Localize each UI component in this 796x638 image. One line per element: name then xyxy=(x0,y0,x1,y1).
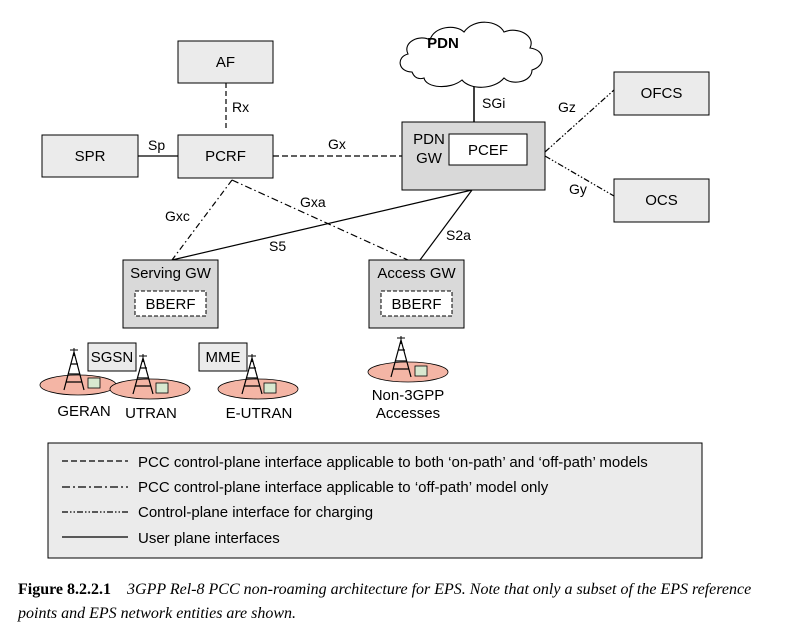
figure-caption: Figure 8.2.2.1 3GPP Rel-8 PCC non-roamin… xyxy=(18,578,778,626)
svg-text:PDN: PDN xyxy=(427,35,459,52)
pdn-cloud: PDN xyxy=(399,21,543,88)
non3gpp-antenna xyxy=(367,336,449,383)
legend-item-dashdot: PCC control-plane interface applicable t… xyxy=(138,479,549,496)
figure-caption-text: 3GPP Rel-8 PCC non-roaming architecture … xyxy=(18,581,752,622)
pcef-node: PCEF xyxy=(448,133,528,166)
svg-text:SGSN: SGSN xyxy=(91,349,134,366)
s2a-line xyxy=(419,189,473,261)
gx-label: Gx xyxy=(328,136,346,152)
svg-text:PDN: PDN xyxy=(413,131,445,148)
serving-gw-node: Serving GW BBERF xyxy=(122,259,219,329)
s2a-label: S2a xyxy=(446,227,471,243)
sgi-label: SGi xyxy=(482,95,505,111)
non3gpp-label-line2: Accesses xyxy=(376,405,440,422)
legend-item-dashed: PCC control-plane interface applicable t… xyxy=(138,454,648,471)
svg-text:GW: GW xyxy=(416,150,443,167)
eutran-antenna xyxy=(217,354,299,400)
svg-text:Access GW: Access GW xyxy=(377,265,456,282)
access-bberf-label: BBERF xyxy=(391,296,441,313)
spr-node: SPR xyxy=(41,134,139,178)
gy-label: Gy xyxy=(569,181,587,197)
gxa-line xyxy=(231,179,409,261)
af-node: AF xyxy=(177,40,274,84)
utran-label: UTRAN xyxy=(125,405,177,422)
legend-item-solid: User plane interfaces xyxy=(138,530,280,547)
mme-node: MME xyxy=(198,342,248,372)
gxa-label: Gxa xyxy=(300,194,326,210)
figure-number: Figure 8.2.2.1 xyxy=(18,581,112,598)
gz-line xyxy=(544,89,615,153)
legend: PCC control-plane interface applicable t… xyxy=(47,442,703,559)
svg-text:Serving GW: Serving GW xyxy=(130,265,212,282)
sp-label: Sp xyxy=(148,137,165,153)
rx-label: Rx xyxy=(232,99,249,115)
eutran-label: E-UTRAN xyxy=(226,405,293,422)
svg-text:OCS: OCS xyxy=(645,192,678,209)
legend-item-dashdotdot: Control-plane interface for charging xyxy=(138,504,373,521)
access-gw-node: Access GW BBERF xyxy=(368,259,465,329)
pcrf-node: PCRF xyxy=(177,134,274,179)
gxc-line xyxy=(171,179,233,261)
pcc-architecture-diagram: AF SPR PCRF PDN PDN GW PCEF OFCS OCS Ser… xyxy=(39,21,710,559)
s5-label: S5 xyxy=(269,238,286,254)
svg-text:MME: MME xyxy=(206,349,241,366)
non3gpp-label-line1: Non-3GPP xyxy=(372,387,445,404)
ocs-node: OCS xyxy=(613,178,710,223)
ofcs-node: OFCS xyxy=(613,71,710,116)
utran-antenna xyxy=(109,354,191,400)
s5-line xyxy=(171,189,473,261)
gxc-label: Gxc xyxy=(165,208,190,224)
sgsn-node: SGSN xyxy=(87,342,137,372)
svg-text:AF: AF xyxy=(216,54,235,71)
serving-bberf-label: BBERF xyxy=(145,296,195,313)
svg-text:PCRF: PCRF xyxy=(205,148,246,165)
geran-label: GERAN xyxy=(57,403,110,420)
svg-text:PCEF: PCEF xyxy=(468,142,508,159)
gz-label: Gz xyxy=(558,99,576,115)
svg-text:OFCS: OFCS xyxy=(641,85,683,102)
svg-text:SPR: SPR xyxy=(75,148,106,165)
